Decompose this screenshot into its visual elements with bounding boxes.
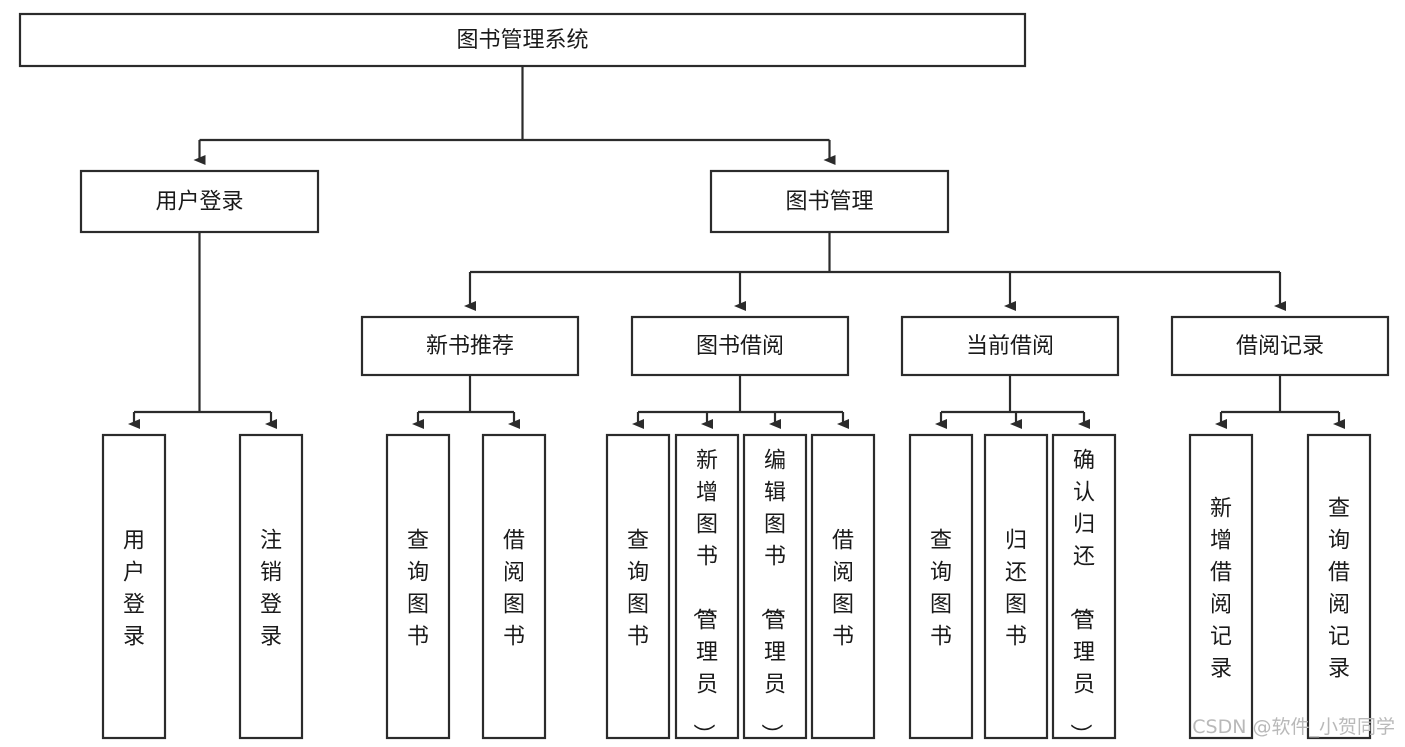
node-leaf-confirm-return-admin[interactable]: 确认归还（管理员） [1051, 433, 1117, 745]
node-box-leaf-add-book-admin [674, 433, 740, 740]
node-box-leaf-borrow-book-1 [481, 433, 547, 740]
node-label-current-borrow: 当前借阅 [966, 334, 1054, 359]
node-box-leaf-query-book-3 [908, 433, 974, 740]
node-leaf-add-book-admin[interactable]: 新增图书（管理员） [674, 433, 740, 745]
node-box-current-borrow [900, 315, 1120, 377]
node-box-leaf-edit-book-admin [742, 433, 808, 740]
node-label-root: 图书管理系统 [456, 28, 588, 53]
csdn-watermark: CSDN @软件_小贺同学 [1192, 716, 1395, 738]
node-box-leaf-return-book [983, 433, 1049, 740]
node-box-leaf-logout-login [238, 433, 304, 740]
node-label-leaf-query-borrow-record: 查询借阅记录 [1328, 496, 1350, 681]
node-box-leaf-add-borrow-record [1188, 433, 1254, 740]
node-leaf-add-borrow-record[interactable]: 新增借阅记录 [1188, 433, 1254, 740]
node-leaf-query-book-2[interactable]: 查询图书 [605, 433, 671, 740]
node-label-leaf-borrow-book-1: 借阅图书 [503, 528, 525, 649]
node-label-book-borrow: 图书借阅 [696, 334, 784, 359]
node-book-borrow[interactable]: 图书借阅 [630, 315, 850, 377]
node-box-leaf-query-book-2 [605, 433, 671, 740]
node-label-book-manage: 图书管理 [785, 190, 873, 215]
node-label-leaf-add-book-admin: 新增图书（管理员） [690, 448, 718, 745]
node-root[interactable]: 图书管理系统 [18, 12, 1027, 68]
node-label-leaf-confirm-return-admin: 确认归还（管理员） [1067, 448, 1095, 745]
node-leaf-query-book-1[interactable]: 查询图书 [385, 433, 451, 740]
node-box-book-borrow [630, 315, 850, 377]
node-label-new-book-recommend: 新书推荐 [426, 334, 514, 359]
node-box-leaf-user-login [101, 433, 167, 740]
node-label-leaf-borrow-book-2: 借阅图书 [832, 528, 854, 649]
node-label-borrow-record: 借阅记录 [1236, 334, 1324, 359]
node-current-borrow[interactable]: 当前借阅 [900, 315, 1120, 377]
node-leaf-edit-book-admin[interactable]: 编辑图书（管理员） [742, 433, 808, 745]
node-leaf-query-borrow-record[interactable]: 查询借阅记录 [1306, 433, 1372, 740]
node-label-leaf-add-borrow-record: 新增借阅记录 [1210, 496, 1232, 681]
node-label-leaf-query-book-1: 查询图书 [407, 528, 429, 649]
node-label-leaf-return-book: 归还图书 [1005, 528, 1027, 649]
node-box-leaf-borrow-book-2 [810, 433, 876, 740]
node-label-leaf-query-book-2: 查询图书 [627, 528, 649, 649]
node-box-root [18, 12, 1027, 68]
node-label-leaf-logout-login: 注销登录 [260, 528, 282, 649]
node-box-leaf-query-book-1 [385, 433, 451, 740]
node-box-book-manage [709, 169, 950, 234]
node-leaf-query-book-3[interactable]: 查询图书 [908, 433, 974, 740]
node-label-leaf-user-login: 用户登录 [123, 528, 145, 649]
node-box-leaf-query-borrow-record [1306, 433, 1372, 740]
node-leaf-user-login[interactable]: 用户登录 [101, 433, 167, 740]
node-box-new-book-recommend [360, 315, 580, 377]
node-leaf-logout-login[interactable]: 注销登录 [238, 433, 304, 740]
node-box-borrow-record [1170, 315, 1390, 377]
node-box-leaf-confirm-return-admin [1051, 433, 1117, 740]
node-user-login[interactable]: 用户登录 [79, 169, 320, 234]
node-label-leaf-edit-book-admin: 编辑图书（管理员） [758, 448, 786, 745]
node-leaf-borrow-book-2[interactable]: 借阅图书 [810, 433, 876, 740]
connectors-layer [128, 66, 1345, 429]
node-box-user-login [79, 169, 320, 234]
node-label-user-login: 用户登录 [155, 190, 243, 215]
node-new-book-recommend[interactable]: 新书推荐 [360, 315, 580, 377]
nodes-layer: 图书管理系统用户登录图书管理新书推荐图书借阅当前借阅借阅记录用户登录注销登录查询… [18, 12, 1390, 745]
node-label-leaf-query-book-3: 查询图书 [930, 528, 952, 649]
node-borrow-record[interactable]: 借阅记录 [1170, 315, 1390, 377]
node-book-manage[interactable]: 图书管理 [709, 169, 950, 234]
node-leaf-borrow-book-1[interactable]: 借阅图书 [481, 433, 547, 740]
node-leaf-return-book[interactable]: 归还图书 [983, 433, 1049, 740]
